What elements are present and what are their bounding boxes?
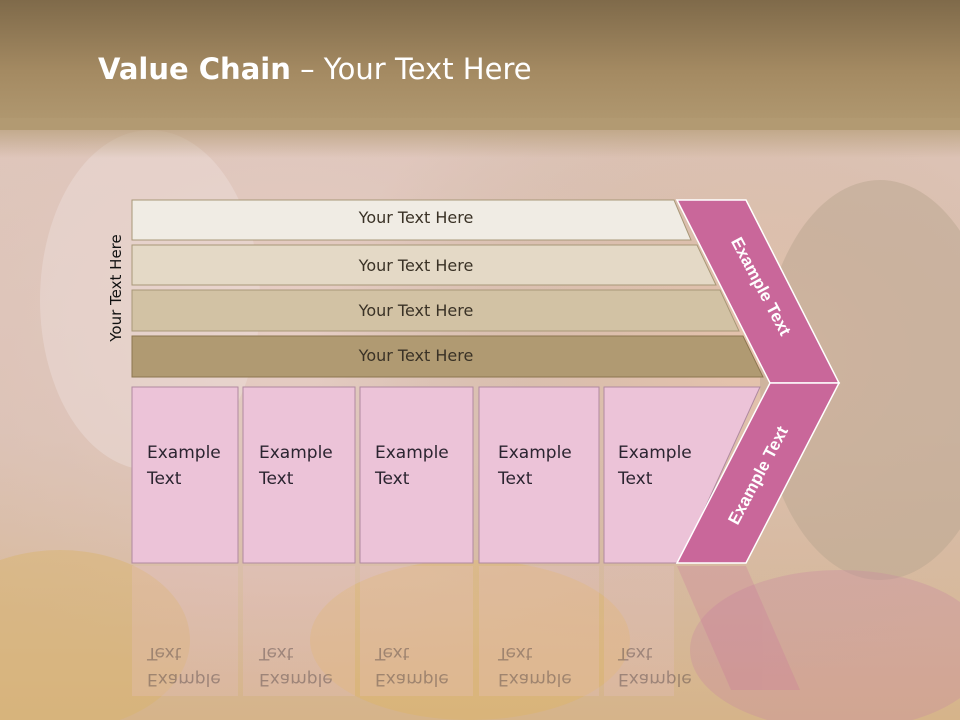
reflection-shapes [132,566,800,696]
box-1-refl-line1: Example [147,669,221,689]
box-1-text: Example Text [147,440,221,492]
box-1-reflection-text: Example Text [147,640,221,692]
box-4-line1: Example [498,443,572,463]
box-2-refl-line1: Example [259,669,333,689]
bar-1-shape[interactable] [131,199,692,241]
bar-4-label: Your Text Here [358,346,474,365]
chevron-group [675,199,841,564]
bar-2-shape[interactable] [131,244,717,286]
box-3-text: Example Text [375,440,449,492]
box-5-reflection-text: Example Text [618,640,692,692]
title-rest: – Your Text Here [290,52,532,86]
box-4-line2: Text [498,469,533,489]
box-2-reflection-text: Example Text [259,640,333,692]
box-1-line1: Example [147,443,221,463]
box-4-shape[interactable] [478,386,600,564]
header-fade [0,118,960,158]
box-2-shape[interactable] [242,386,356,564]
box-5-refl-line1: Example [618,669,692,689]
box-5-reflection [604,566,674,696]
box-3-reflection-text: Example Text [375,640,449,692]
header-band [0,0,960,130]
box-5-line2: Text [618,469,653,489]
box-3-shape[interactable] [359,386,474,564]
box-2-refl-line2: Text [259,643,294,663]
box-3-reflection [360,566,473,696]
box-2-text: Example Text [259,440,333,492]
chevron-reflection [677,566,800,690]
box-4-reflection-text: Example Text [498,640,572,692]
slide-title: Value Chain – Your Text Here [98,52,532,86]
box-1-line2: Text [147,469,182,489]
box-shapes [131,386,761,564]
title-bold: Value Chain [98,52,291,86]
box-5-line1: Example [618,443,692,463]
box-3-line2: Text [375,469,410,489]
bar-3-label: Your Text Here [358,301,474,320]
bar-4-shape[interactable] [131,335,764,378]
box-2-line1: Example [259,443,333,463]
box-3-line1: Example [375,443,449,463]
box-1-reflection [132,566,238,696]
bar-shapes [131,199,764,378]
bar-1-label: Your Text Here [358,208,474,227]
box-2-line2: Text [259,469,294,489]
box-4-text: Example Text [498,440,572,492]
box-3-refl-line2: Text [375,643,410,663]
bar-3-shape[interactable] [131,289,740,332]
box-5-text: Example Text [618,440,692,492]
box-1-refl-line2: Text [147,643,182,663]
box-2-reflection [243,566,355,696]
chevron-bottom[interactable] [675,382,841,564]
box-4-reflection [479,566,599,696]
box-4-refl-line2: Text [498,643,533,663]
box-3-refl-line1: Example [375,669,449,689]
box-1-shape[interactable] [131,386,239,564]
box-5-refl-line2: Text [618,643,653,663]
bar-2-label: Your Text Here [358,256,474,275]
reflection-area: Example Text Example Text Example Text E… [0,564,960,720]
box-4-refl-line1: Example [498,669,572,689]
